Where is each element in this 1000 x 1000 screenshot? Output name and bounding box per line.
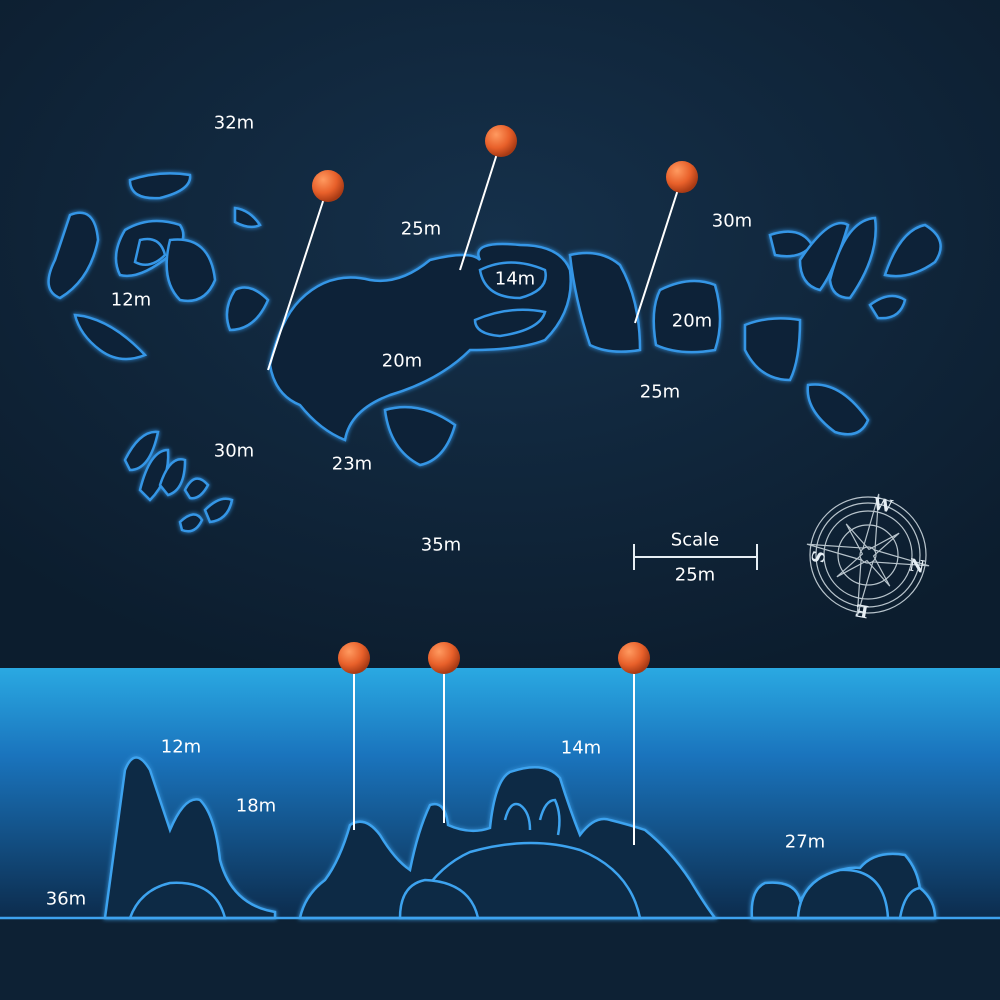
depth-label: 30m xyxy=(711,210,753,232)
dive-pin[interactable] xyxy=(485,125,517,157)
svg-text:W: W xyxy=(871,494,895,517)
svg-text:N: N xyxy=(907,555,926,577)
scale-value: 25m xyxy=(674,564,716,586)
depth-label: 12m xyxy=(110,289,152,311)
dive-pin[interactable] xyxy=(428,642,460,674)
depth-label: 20m xyxy=(671,310,713,332)
compass-rose-icon: W N E S xyxy=(806,493,930,621)
depth-label: 14m xyxy=(494,268,536,290)
dive-pin[interactable] xyxy=(618,642,650,674)
dive-pin[interactable] xyxy=(312,170,344,202)
dive-pin[interactable] xyxy=(338,642,370,674)
depth-label: 35m xyxy=(420,534,462,556)
scale-bar xyxy=(633,544,758,570)
profile-depth-label: 36m xyxy=(45,888,87,910)
depth-label: 30m xyxy=(213,440,255,462)
svg-text:E: E xyxy=(854,599,870,621)
depth-label: 32m xyxy=(213,112,255,134)
depth-label: 23m xyxy=(331,453,373,475)
svg-text:S: S xyxy=(806,549,828,565)
depth-label: 25m xyxy=(639,381,681,403)
profile-depth-label: 14m xyxy=(560,737,602,759)
depth-label: 25m xyxy=(400,218,442,240)
top-view-pins xyxy=(267,125,698,371)
profile-depth-label: 27m xyxy=(784,831,826,853)
profile-depth-label: 12m xyxy=(160,736,202,758)
dive-pin[interactable] xyxy=(666,161,698,193)
reef-outlines-profile xyxy=(103,756,937,920)
depth-label: 20m xyxy=(381,350,423,372)
profile-depth-label: 18m xyxy=(235,795,277,817)
scale-title: Scale xyxy=(670,529,720,551)
profile-view-pins xyxy=(338,642,650,845)
reef-outlines-top xyxy=(47,172,942,533)
